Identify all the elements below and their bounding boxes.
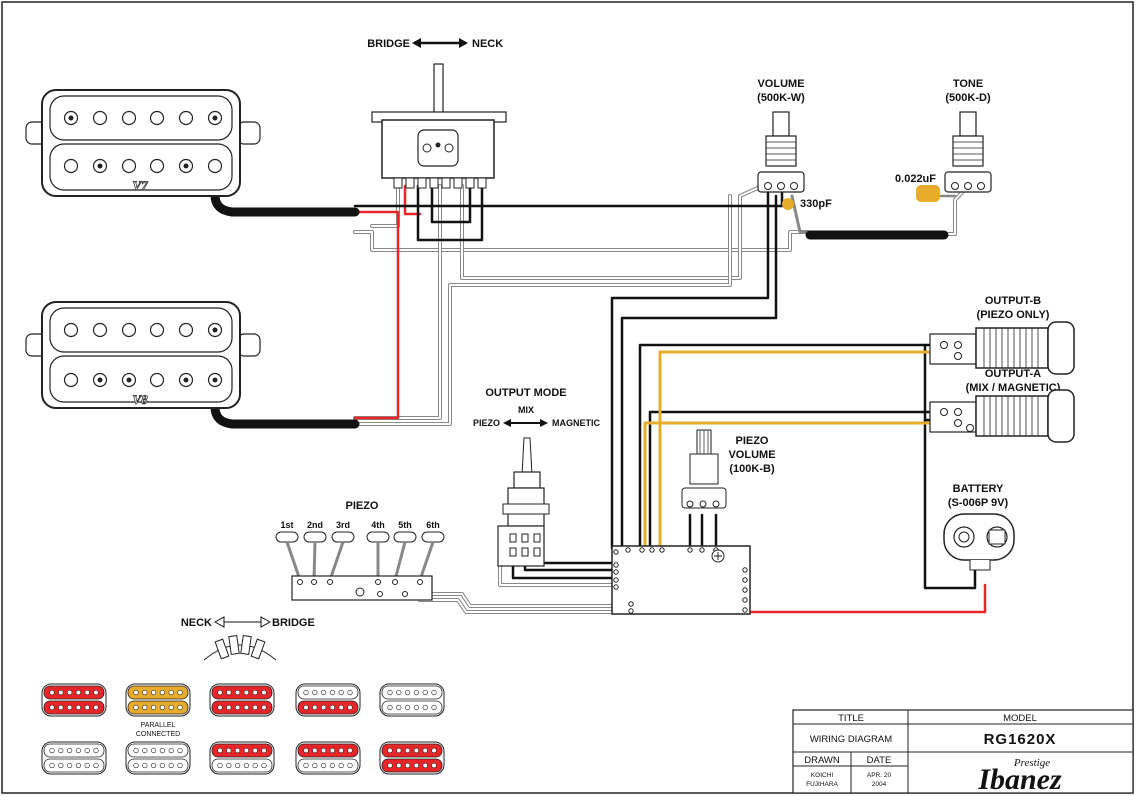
output-b-jack: OUTPUT-B (PIEZO ONLY) <box>929 295 1075 375</box>
model-head: MODEL <box>1003 713 1037 724</box>
piezo-title: PIEZO <box>345 500 378 512</box>
piezo-volume-line2: VOLUME <box>728 449 775 461</box>
position-icon-4 <box>295 683 361 717</box>
title-head: TITLE <box>838 713 864 724</box>
tone-pot: TONE (500K-D) 0.022uF <box>895 78 992 202</box>
brand-sub: Prestige <box>1013 757 1050 769</box>
position-icon-9 <box>295 741 361 775</box>
capacitor-0022uf <box>916 185 940 202</box>
position-icon-2 <box>125 683 191 717</box>
battery: BATTERY (S-006P 9V) <box>943 483 1015 571</box>
date-line1: APR. 20 <box>867 772 892 779</box>
output-mode-piezo: PIEZO <box>473 418 500 428</box>
five-way-switch: BRIDGE NECK <box>367 38 507 189</box>
piezo-string-6: 6th <box>426 520 440 530</box>
tone-cap-label: 0.022uF <box>895 173 936 185</box>
output-b-title: OUTPUT-B <box>985 295 1041 307</box>
saddle-neck-label: NECK <box>181 617 212 629</box>
date-head: DATE <box>867 755 892 766</box>
volume-title: VOLUME <box>757 78 804 90</box>
title-value: WIRING DIAGRAM <box>810 734 892 745</box>
output-mode-mix: MIX <box>518 405 534 415</box>
saddle-indicator: NECK BRIDGE <box>181 616 315 661</box>
drawn-line2: FUJIHARA <box>806 781 838 788</box>
piezo-string-5: 5th <box>398 520 412 530</box>
title-block: TITLE MODEL WIRING DIAGRAM RG1620X DRAWN… <box>792 709 1134 796</box>
bridge-pickup: V8 <box>25 301 261 409</box>
capacitor-330pf <box>782 198 794 210</box>
tone-value: (500K-D) <box>945 92 991 104</box>
switch-positions-grid <box>41 683 445 775</box>
battery-title: BATTERY <box>953 483 1004 495</box>
drawn-line1: KOICHI <box>811 772 834 779</box>
position-icon-1 <box>41 683 107 717</box>
output-mode-magnetic: MAGNETIC <box>552 418 600 428</box>
piezo-string-4: 4th <box>371 520 385 530</box>
piezo-section: PIEZO 1st 2nd 3rd 4th 5th 6th <box>275 500 445 601</box>
volume-pot: VOLUME (500K-W) 330pF <box>757 78 832 210</box>
position-icon-10 <box>379 741 445 775</box>
position-icon-8 <box>209 741 275 775</box>
preamp-board <box>611 545 751 615</box>
tone-title: TONE <box>953 78 983 90</box>
output-a-jack: OUTPUT-A (MIX / MAGNETIC) <box>929 368 1075 443</box>
parallel-note-line2: CONNECTED <box>136 731 180 738</box>
pickup-leads <box>210 190 949 429</box>
position-icon-6 <box>41 741 107 775</box>
position-icon-3 <box>209 683 275 717</box>
volume-value: (500K-W) <box>757 92 805 104</box>
output-a-title: OUTPUT-A <box>985 368 1041 380</box>
switch-neck-label: NECK <box>472 38 503 50</box>
piezo-volume-pot: PIEZO VOLUME (100K-B) <box>681 429 776 509</box>
wires <box>343 184 987 614</box>
piezo-volume-line3: (100K-B) <box>729 463 775 475</box>
piezo-string-2: 2nd <box>307 520 323 530</box>
output-mode-switch: OUTPUT MODE MIX PIEZO MAGNETIC <box>473 387 600 567</box>
piezo-string-1: 1st <box>280 520 293 530</box>
position-icon-5 <box>379 683 445 717</box>
volume-cap-label: 330pF <box>800 198 832 210</box>
output-a-sub: (MIX / MAGNETIC) <box>966 382 1061 394</box>
neck-pickup-label: V7 <box>132 178 148 193</box>
output-mode-title: OUTPUT MODE <box>485 387 566 399</box>
output-b-sub: (PIEZO ONLY) <box>977 309 1050 321</box>
neck-pickup: V7 <box>25 89 261 197</box>
switch-bridge-label: BRIDGE <box>367 38 410 50</box>
brand-logo: Ibanez <box>977 763 1062 796</box>
bridge-pickup-label: V8 <box>132 392 148 407</box>
parallel-note-line1: PARALLEL <box>141 722 176 729</box>
battery-sub: (S-006P 9V) <box>948 497 1009 509</box>
piezo-volume-line1: PIEZO <box>735 435 768 447</box>
piezo-string-3: 3rd <box>336 520 350 530</box>
date-line2: 2004 <box>872 781 887 788</box>
position-icon-7 <box>125 741 191 775</box>
saddle-bridge-label: BRIDGE <box>272 617 315 629</box>
drawn-head: DRAWN <box>804 755 840 766</box>
model-value: RG1620X <box>984 731 1057 748</box>
